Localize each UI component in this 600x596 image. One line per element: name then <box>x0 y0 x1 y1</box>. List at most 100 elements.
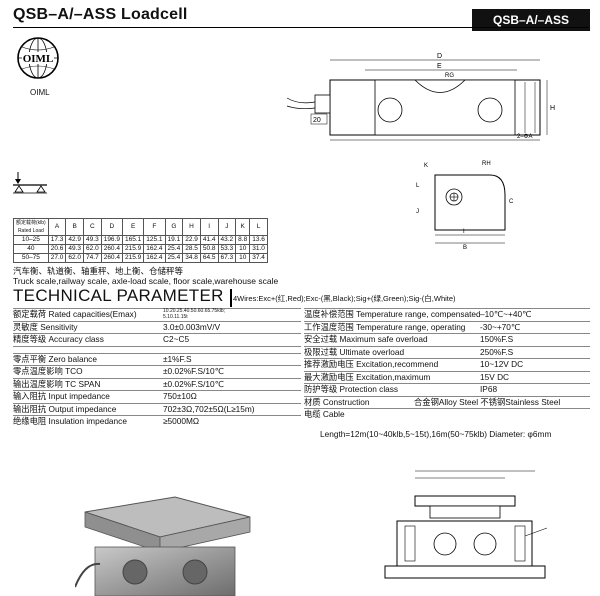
oiml-label: OIML <box>30 88 50 97</box>
spec-row: 灵敏度 Sensitivity 3.0±0.003mV/V <box>13 321 221 332</box>
table-header-row: 额定载荷(klb) Rated Load A B C D E F G H I J… <box>13 218 268 236</box>
table-header-cell: 额定载荷(klb) Rated Load <box>13 218 49 236</box>
svg-text:H: H <box>550 105 555 112</box>
wiring-note: 4Wires:Exc+(红,Red);Exc-(黑,Black);Sig+(绿,… <box>233 294 456 303</box>
table-cell: 42.9 <box>65 235 85 245</box>
dimension-table: 额定载荷(klb) Rated Load A B C D E F G H I J… <box>13 218 268 263</box>
spec-row: 输出阻抗 Output impedance 702±3Ω,702±5Ω(L≥15… <box>13 403 255 414</box>
table-header-cell: D <box>100 218 123 236</box>
table-cell: 41.4 <box>199 235 219 245</box>
table-cell: 50.8 <box>199 244 219 254</box>
table-header-cell: K <box>235 218 251 236</box>
table-cell: 49.3 <box>65 244 85 254</box>
table-cell: 19.1 <box>164 235 184 245</box>
svg-text:B: B <box>463 245 467 250</box>
spec-row: 输出温度影响 TC SPAN ±0.02%F.S/10℃ <box>13 378 224 389</box>
svg-text:RG: RG <box>445 73 454 79</box>
table-header-cell: G <box>164 218 184 236</box>
table-cell: 215.9 <box>121 244 145 254</box>
table-cell: 64.5 <box>199 253 219 263</box>
spec-row: 防护等级 Protection class IP68 <box>304 384 498 394</box>
svg-text:J: J <box>416 209 419 215</box>
table-cell: 74.7 <box>83 253 102 263</box>
svg-text:RH: RH <box>482 161 491 167</box>
load-direction-icon <box>13 172 47 194</box>
spec-row: 最大激励电压 Excitation,maximum 15V DC <box>304 371 510 382</box>
spec-row: 工作温度范围 Temperature range, operating -30~… <box>304 321 521 332</box>
spec-row: 绝缘电阻 Insulation impedance ≥5000MΩ <box>13 416 200 426</box>
svg-text:K: K <box>424 163 428 169</box>
oiml-logo-text: OIML <box>23 53 54 65</box>
table-header-cell: I <box>199 218 219 236</box>
table-cell: 25.4 <box>164 244 184 254</box>
svg-text:E: E <box>437 63 442 70</box>
table-cell: 196.9 <box>100 235 123 245</box>
spec-row: 安全过载 Maximum safe overload 150%F.S <box>304 334 514 344</box>
table-cell: 260.4 <box>100 253 123 263</box>
table-cell: 10 <box>235 253 251 263</box>
table-cell: 8.8 <box>235 235 251 245</box>
loadcell-photo <box>75 496 251 596</box>
applications-en: Truck scale,railway scale, axle-load sca… <box>13 276 279 286</box>
table-cell: 215.9 <box>121 253 145 263</box>
table-cell: 162.4 <box>143 253 166 263</box>
table-cell: 10 <box>235 244 251 254</box>
table-header-cell: B <box>65 218 85 236</box>
table-cell: 28.5 <box>182 244 201 254</box>
spec-row: 输入阻抗 Input impedance 750±10Ω <box>13 391 197 401</box>
title-divider <box>230 289 232 307</box>
table-cell: 49.3 <box>83 235 102 245</box>
loadcell-side-view-drawing: D E RG H 20 2–ΦA <box>286 53 555 141</box>
svg-text:L: L <box>416 183 420 189</box>
table-cell: 53.3 <box>217 244 237 254</box>
table-cell: 40 <box>13 244 49 254</box>
mount-assembly-drawing <box>384 470 548 579</box>
table-header-cell: H <box>182 218 201 236</box>
spec-row: 零点平衡 Zero balance ±1%F.S <box>13 353 192 364</box>
table-cell: 22.9 <box>182 235 201 245</box>
oiml-logo: OIML <box>17 37 59 79</box>
table-cell: 43.2 <box>217 235 237 245</box>
page-title: QSB–A/–ASS Loadcell <box>13 6 188 23</box>
model-badge: QSB–A/–ASS <box>472 9 590 31</box>
table-row: 10–25 17.3 42.9 49.3 196.9 165.1 125.1 1… <box>13 235 268 245</box>
svg-text:D: D <box>437 53 442 60</box>
table-header-cell: E <box>121 218 145 236</box>
spec-right-column: 温度补偿范围 Temperature range, compensated –1… <box>304 308 590 421</box>
table-cell: 162.4 <box>143 244 166 254</box>
svg-text:2–ΦA: 2–ΦA <box>517 134 532 140</box>
table-cell: 62.0 <box>65 253 85 263</box>
loadcell-end-view-drawing: K RH L J C I B <box>416 161 514 250</box>
capacity-values: 10.20.25.40.50.60.65.75klb; 5.10.11.15t <box>163 308 225 320</box>
table-header-cell: L <box>249 218 268 236</box>
table-cell: 27.0 <box>47 253 67 263</box>
table-header-cell: F <box>143 218 166 236</box>
spec-row: 电缆 Cable <box>304 409 345 419</box>
table-cell: 125.1 <box>143 235 166 245</box>
table-cell: 260.4 <box>100 244 123 254</box>
spec-row: 材质 Construction 合金钢Alloy Steel 不锈钢Stainl… <box>304 396 561 407</box>
spec-row: 额定载荷 Rated capacities(Emax) 10.20.25.40.… <box>13 308 225 320</box>
table-cell: 20.6 <box>47 244 67 254</box>
table-cell: 37.4 <box>249 253 268 263</box>
svg-text:C: C <box>509 199 514 205</box>
cable-detail: Length=12m(10~40klb,5~15t),16m(50~75klb)… <box>320 429 552 439</box>
table-cell: 50–75 <box>13 253 49 263</box>
table-row: 40 20.6 49.3 62.0 260.4 215.9 162.4 25.4… <box>13 244 268 254</box>
table-header-cell: C <box>83 218 102 236</box>
table-cell: 13.6 <box>249 235 268 245</box>
spec-row: 极限过载 Ultimate overload 250%F.S <box>304 346 514 357</box>
spec-row: 温度补偿范围 Temperature range, compensated –1… <box>304 309 532 319</box>
header-rule <box>13 27 589 28</box>
table-cell: 165.1 <box>121 235 145 245</box>
spec-row: 推荐激励电压 Excitation,recommend 10~12V DC <box>304 359 524 369</box>
table-cell: 67.3 <box>217 253 237 263</box>
svg-text:I: I <box>463 229 465 235</box>
table-header-cell: J <box>217 218 237 236</box>
table-cell: 62.0 <box>83 244 102 254</box>
table-cell: 31.0 <box>249 244 268 254</box>
table-header-cell: A <box>47 218 67 236</box>
applications-text: 汽车衡、轨道衡、轴重秤、地上衡、仓储秤等 Truck scale,railway… <box>13 266 278 286</box>
technical-parameter-title: TECHNICAL PARAMETER <box>13 286 224 305</box>
table-row: 50–75 27.0 62.0 74.7 260.4 215.9 162.4 2… <box>13 253 268 263</box>
